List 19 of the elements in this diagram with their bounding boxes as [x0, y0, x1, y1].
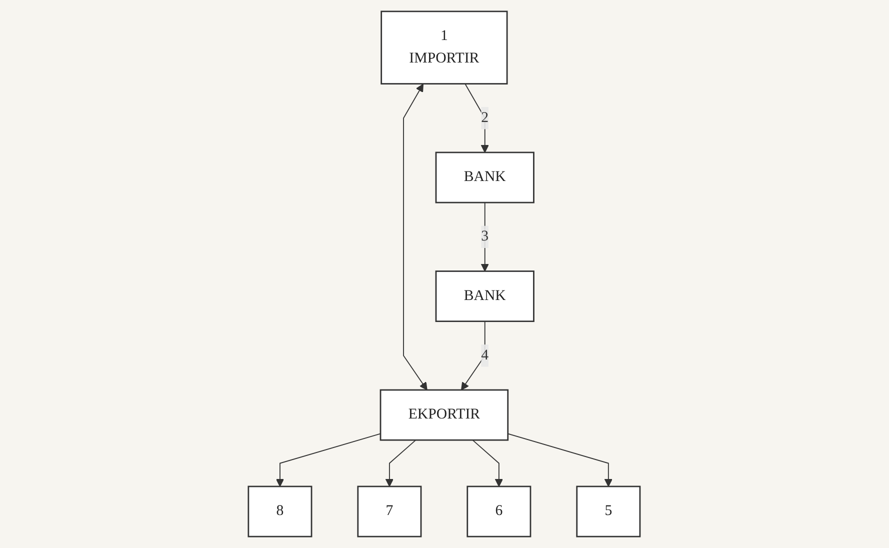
arrow: [276, 433, 382, 487]
edge-label: 4: [481, 347, 489, 364]
arrow: [508, 433, 613, 487]
edge-label: 2: [481, 110, 489, 126]
arrow: [464, 83, 490, 153]
arrow: [403, 84, 428, 390]
arrow: [461, 320, 486, 390]
node-box: 6: [467, 486, 532, 538]
edge-label: 3: [481, 228, 489, 244]
node-box: EKPORTIR: [380, 389, 509, 441]
arrow: [472, 440, 504, 487]
arrow: [481, 202, 490, 272]
node-box: 1 IMPORTIR: [380, 10, 508, 84]
node-box: 8: [248, 486, 312, 538]
node-box: 7: [358, 486, 422, 538]
arrow: [386, 440, 417, 487]
node-box: 5: [576, 486, 641, 538]
node-box: BANK: [436, 270, 535, 322]
node-box: BANK: [436, 152, 535, 204]
